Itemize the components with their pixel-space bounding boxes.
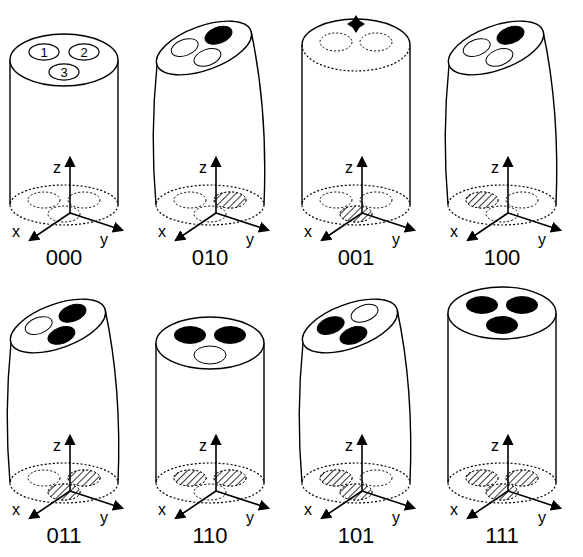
axis-label: x — [450, 502, 458, 518]
actuator-000 — [10, 34, 122, 240]
chamber-ellipse — [69, 44, 99, 60]
axis-label: x — [158, 224, 166, 240]
axis-label: z — [491, 160, 499, 176]
chamber-circle: 2 — [68, 43, 100, 61]
state-code: 111 — [485, 525, 518, 547]
chamber-ellipse — [49, 64, 79, 80]
axis-label: x — [12, 502, 20, 518]
axis-label: y — [392, 510, 400, 526]
axis-label: z — [199, 438, 207, 454]
state-code: 000 — [46, 247, 83, 269]
chamber-circle: 1 — [28, 43, 60, 61]
axis-label: x — [12, 224, 20, 240]
axis-label: y — [100, 510, 108, 526]
axis-label: y — [538, 232, 546, 248]
axis-label: z — [491, 438, 499, 454]
axis-label: y — [100, 232, 108, 248]
axis-label: z — [199, 160, 207, 176]
axis-label: z — [345, 438, 353, 454]
state-code: 010 — [192, 247, 229, 269]
state-code: 011 — [46, 525, 81, 547]
state-code: 001 — [338, 247, 375, 269]
axis-label: x — [450, 224, 458, 240]
axis-label: y — [538, 510, 546, 526]
axis-label: x — [304, 502, 312, 518]
axis-label: x — [304, 224, 312, 240]
axis-label: y — [392, 232, 400, 248]
axis-label: x — [158, 502, 166, 518]
chamber-number: 2 — [80, 46, 87, 59]
actuator-100 — [441, 10, 560, 240]
chamber-circle: 3 — [48, 63, 80, 81]
state-code: 110 — [192, 525, 227, 547]
axis-label: y — [246, 510, 254, 526]
actuator-001 — [302, 15, 414, 240]
state-code: 101 — [338, 525, 375, 547]
state-code: 100 — [484, 247, 521, 269]
actuator-011 — [3, 288, 122, 518]
actuator-111 — [448, 287, 560, 518]
axis-label: z — [345, 160, 353, 176]
axis-label: z — [53, 160, 61, 176]
actuator-110 — [156, 317, 268, 518]
chamber-ellipse — [29, 44, 59, 60]
actuator-101 — [295, 288, 414, 518]
chamber-number: 3 — [60, 66, 67, 79]
actuator-010 — [149, 10, 268, 240]
axis-label: y — [246, 232, 254, 248]
chamber-number: 1 — [40, 46, 47, 59]
axis-label: z — [53, 438, 61, 454]
